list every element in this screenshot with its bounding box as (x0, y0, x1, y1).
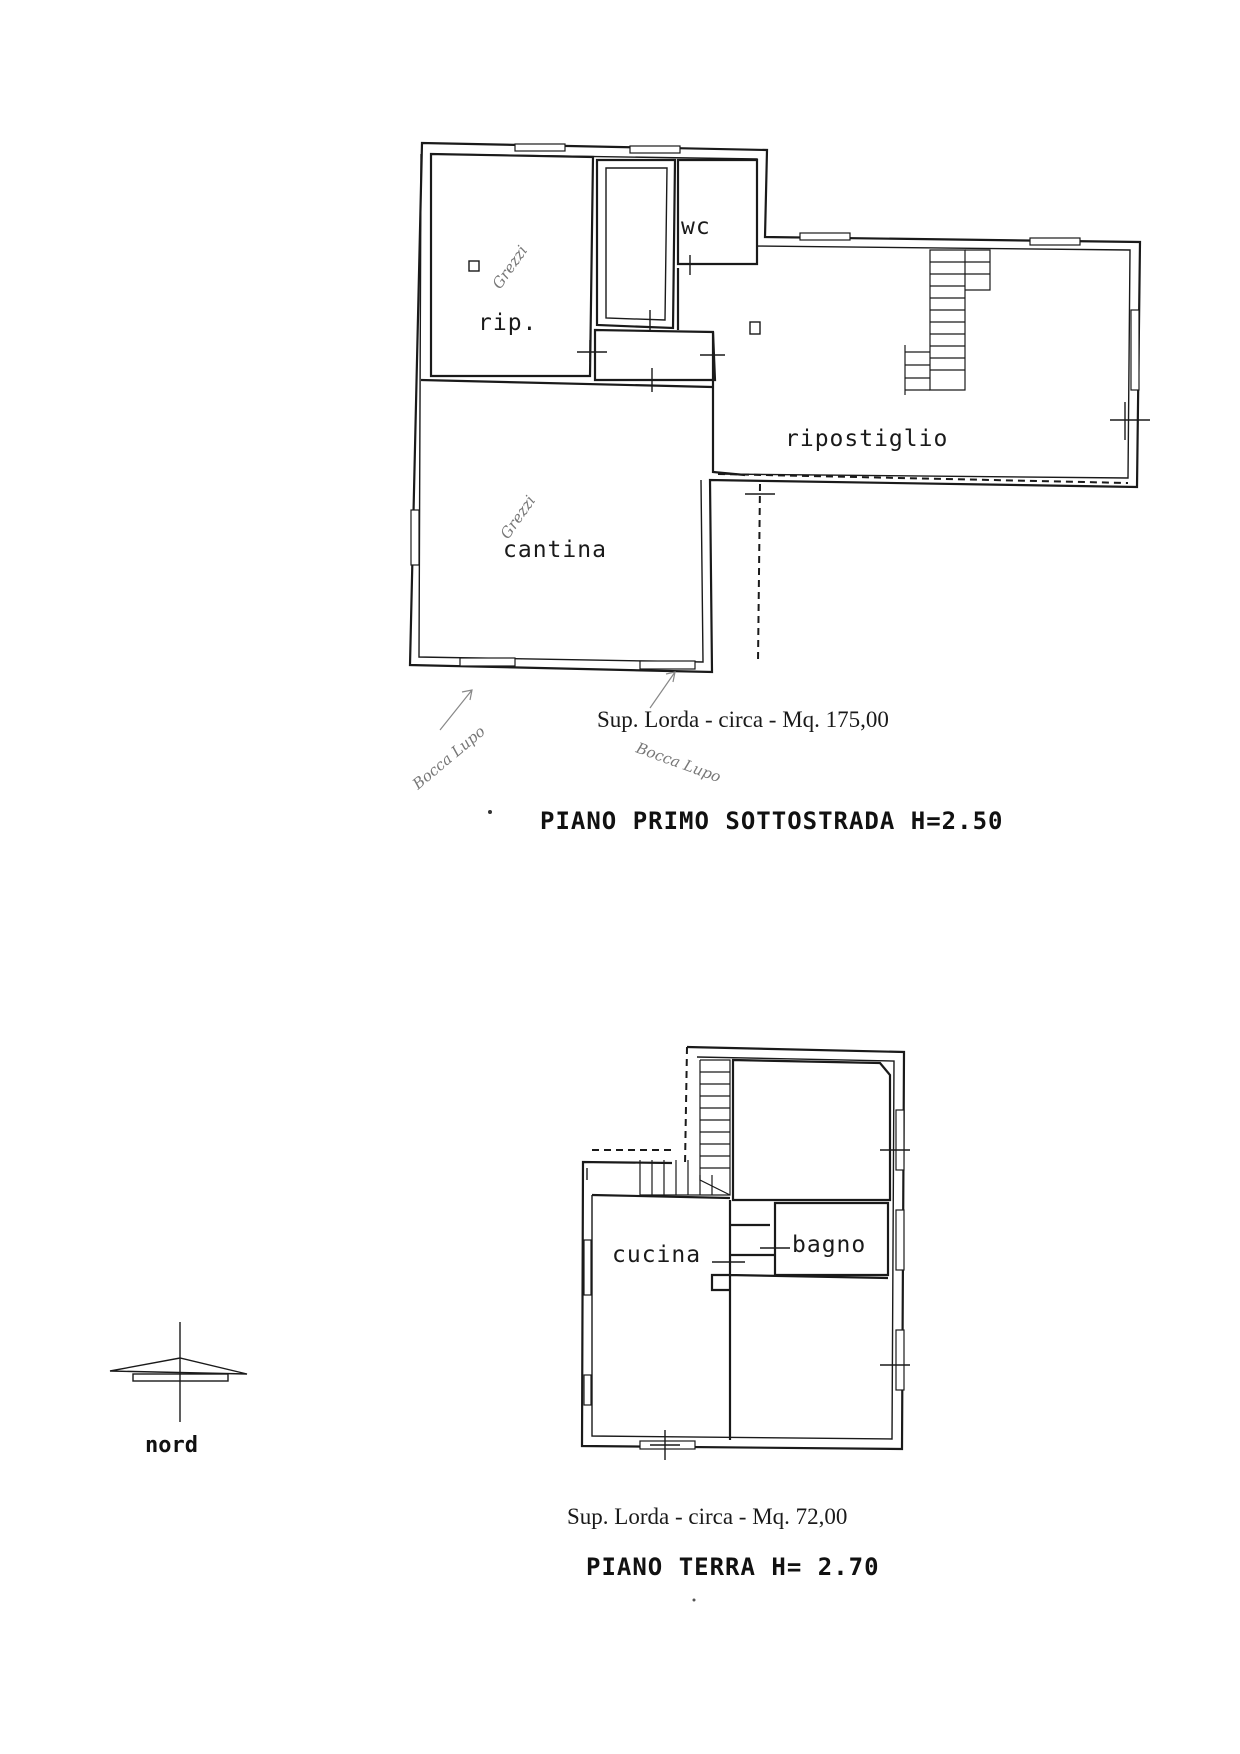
cantina-top-wall (420, 378, 713, 389)
north-arrow: nord (109, 1322, 248, 1458)
window-bottom-left (459, 657, 516, 667)
window-top-left (514, 143, 566, 152)
upper-floor-plan: rip. wc ripostiglio cantina Grezzi Grezz… (408, 141, 1150, 835)
wc-room-wall (676, 158, 759, 266)
ripostiglio-dashed-edge (717, 473, 1129, 484)
lower-floor-title: PIANO TERRA H= 2.70 (586, 1553, 880, 1581)
upper-area-label: Sup. Lorda - circa - Mq. 175,00 (597, 707, 889, 732)
room-label-wc: wc (681, 214, 711, 240)
upper-inner-wall-offset (418, 153, 1131, 663)
corridor-inner (605, 167, 668, 321)
room-label-cantina: cantina (503, 537, 607, 563)
lower-floor-plan: cucina bagno Sup. Lorda - circa - Mq. 72… (567, 1045, 910, 1581)
room-label-cucina: cucina (612, 1242, 701, 1268)
room-label-ripostiglio: ripostiglio (785, 426, 948, 452)
pencil-arrow-right (649, 671, 676, 709)
lower-window-left (583, 1239, 592, 1296)
window-ripostiglio-top (799, 232, 851, 241)
upper-floor-title: PIANO PRIMO SOTTOSTRADA H=2.50 (540, 807, 1003, 835)
room-label-rip: rip. (478, 310, 537, 336)
corridor-walls (595, 158, 677, 330)
bagno-room-wall (773, 1201, 890, 1277)
handwritten-note-left: Bocca Lupo (408, 722, 488, 794)
scan-speck-1 (488, 810, 492, 814)
pillar-square (749, 321, 761, 335)
lower-window-left-small (583, 1374, 592, 1406)
lower-top-right-room (731, 1058, 892, 1202)
window-ripostiglio-top-right (1029, 237, 1081, 246)
cantina-dashed-edge (757, 483, 761, 663)
upper-outer-wall (408, 141, 1142, 674)
lower-inner-wall-offset (591, 1056, 895, 1440)
pencil-arrow-left (439, 689, 473, 731)
handwritten-note-cantina: Grezzi (497, 492, 540, 542)
room-label-bagno: bagno (792, 1232, 866, 1258)
lower-hall-partitions (710, 1200, 889, 1440)
scan-speck-2 (692, 1598, 696, 1602)
lower-window-right-2 (895, 1209, 905, 1271)
lower-outer-wall (580, 1045, 906, 1451)
north-label: nord (145, 1433, 198, 1458)
window-right (1130, 309, 1140, 391)
hall-walls (593, 328, 717, 382)
lower-dashed-stair-left (684, 1046, 688, 1166)
upper-staircase (904, 249, 991, 395)
window-top-mid (629, 145, 681, 154)
handwritten-note-rip: Grezzi (489, 242, 532, 292)
cucina-top-wall (591, 1193, 731, 1200)
window-left-cantina (410, 509, 420, 566)
hall-partition (676, 268, 746, 477)
window-bottom-right (639, 660, 696, 670)
handwritten-note-right: Bocca Lupo (633, 739, 724, 787)
lower-staircase (639, 1059, 731, 1196)
chimney-marker (468, 260, 480, 272)
lower-window-right-3 (895, 1329, 905, 1391)
lower-window-right-1 (895, 1109, 905, 1171)
rip-room-wall (429, 152, 595, 378)
lower-area-label: Sup. Lorda - circa - Mq. 72,00 (567, 1504, 847, 1529)
